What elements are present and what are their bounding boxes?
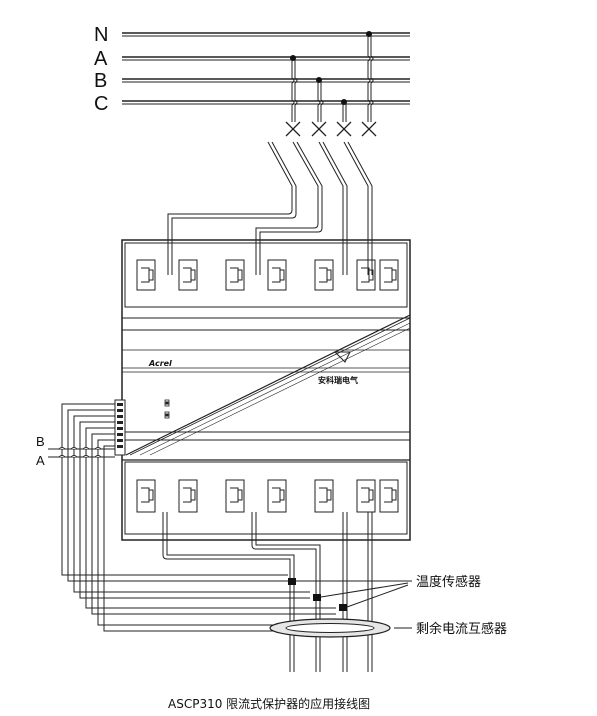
control-connector bbox=[114, 399, 126, 456]
bottom-terminal-3 bbox=[314, 479, 376, 513]
incoming-wires bbox=[167, 141, 373, 275]
junction-dot-a bbox=[290, 55, 296, 61]
device-brand: Acrel bbox=[148, 359, 172, 368]
bus-label-c: C bbox=[94, 93, 108, 115]
bus-bars bbox=[122, 32, 410, 105]
bottom-terminal-4 bbox=[379, 479, 399, 513]
bus-label-b: B bbox=[94, 70, 107, 92]
device-brand-cn: 安科瑞电气 bbox=[318, 375, 358, 385]
bottom-terminals bbox=[136, 479, 399, 513]
junction-dot-n bbox=[366, 31, 372, 37]
control-wires bbox=[48, 403, 336, 632]
junction-dots bbox=[290, 31, 372, 105]
comm-label-a: A bbox=[36, 453, 45, 468]
label-residual-current-transformer: 剩余电流互感器 bbox=[416, 621, 507, 637]
breaker-contacts bbox=[285, 121, 377, 137]
top-terminals bbox=[136, 259, 399, 291]
bus-drop-wires bbox=[291, 33, 374, 122]
bottom-terminal-2 bbox=[225, 479, 287, 513]
protector-device bbox=[121, 239, 411, 541]
device-outline bbox=[121, 239, 411, 541]
top-terminal-3 bbox=[314, 259, 376, 291]
temperature-sensors bbox=[288, 578, 347, 611]
bus-label-n: N bbox=[94, 24, 108, 46]
diagram-caption: ASCP310 限流式保护器的应用接线图 bbox=[168, 696, 370, 711]
temp-sensor-1 bbox=[288, 578, 296, 585]
wire-crossovers bbox=[58, 447, 102, 458]
sensor-pointers bbox=[296, 580, 412, 629]
bottom-terminal-1 bbox=[136, 479, 198, 513]
outgoing-wires bbox=[162, 512, 373, 672]
comm-label-b: B bbox=[36, 434, 45, 449]
temp-sensor-3 bbox=[339, 604, 347, 611]
bus-label-a: A bbox=[94, 48, 108, 70]
junction-dot-b bbox=[316, 77, 322, 83]
junction-dot-c bbox=[341, 99, 347, 105]
top-terminal-2 bbox=[225, 259, 287, 291]
residual-current-transformer bbox=[269, 618, 391, 638]
top-terminal-1 bbox=[136, 259, 198, 291]
temp-sensor-2 bbox=[313, 594, 321, 601]
top-terminal-4 bbox=[379, 259, 399, 291]
label-temperature-sensor: 温度传感器 bbox=[416, 574, 481, 590]
